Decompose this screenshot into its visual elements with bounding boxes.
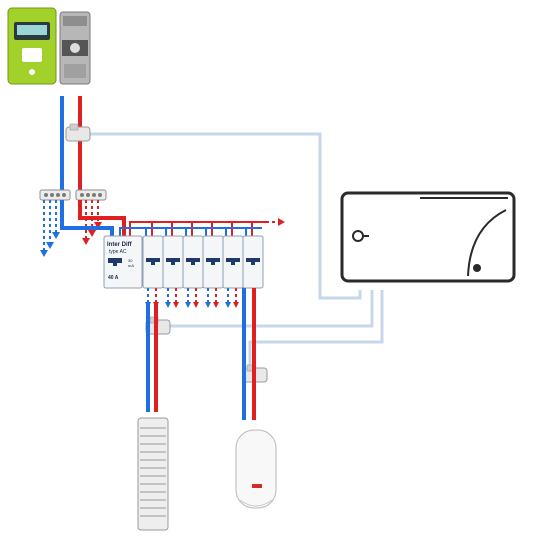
inter-diff-type-label: type AC [109, 249, 127, 255]
circuit-breaker-2 [162, 235, 184, 289]
circuit-breaker-1 [142, 235, 164, 289]
water-heater-circuit-wires [242, 288, 256, 420]
towel-radiator [137, 417, 169, 531]
inter-diff-label: Inter Diff [107, 242, 133, 248]
phase-terminal-block [75, 189, 107, 201]
inter-diff-unit: mA [128, 263, 134, 268]
breaker-outgoing-dashed [145, 288, 239, 308]
heating-programmer-box [340, 191, 516, 283]
incoming-supply-wires [60, 96, 82, 190]
pilot-clamp-top [65, 123, 91, 142]
inter-diff-sensitivity: 30 [128, 258, 133, 263]
radiator-circuit-wires [146, 304, 158, 412]
inter-diff-rating: 40 A [108, 275, 119, 281]
circuit-breaker-6 [242, 235, 264, 289]
circuit-breaker-3 [182, 235, 204, 289]
circuit-breaker-5 [222, 235, 244, 289]
electricity-meter [7, 7, 57, 85]
circuit-breaker-row [142, 235, 264, 289]
main-disconnect-switch [59, 11, 91, 85]
circuit-breaker-4 [202, 235, 224, 289]
water-heater [235, 429, 277, 509]
pilot-wire [84, 132, 384, 374]
differential-switch: Inter Diff type AC 30 mA 40 A [103, 235, 143, 289]
neutral-terminal-block [39, 189, 71, 201]
